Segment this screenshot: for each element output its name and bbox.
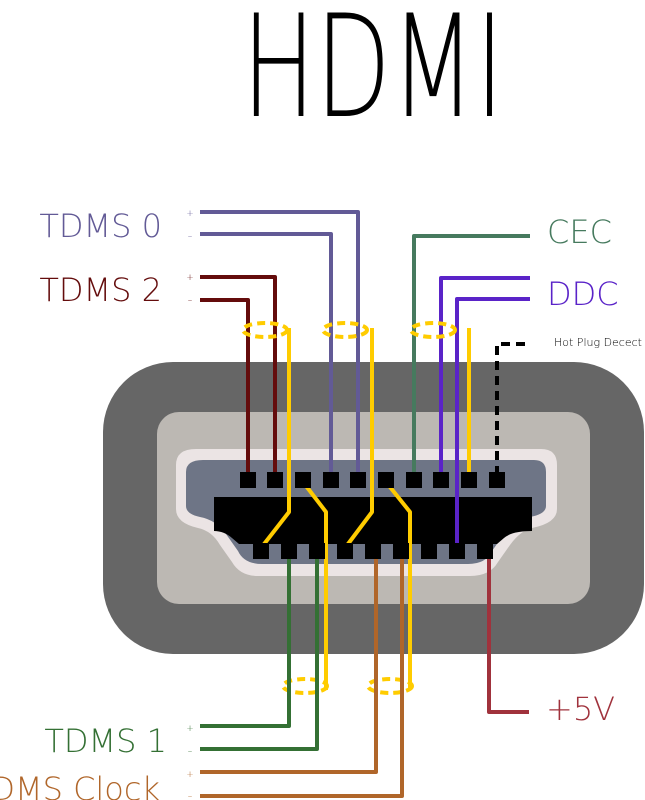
wire-tdms0-plus <box>200 210 360 480</box>
pin-4 <box>281 543 297 559</box>
wire-tdms0-minus <box>200 232 333 480</box>
pin-9 <box>350 472 366 488</box>
label-tdms-clock-plus: + <box>186 770 194 780</box>
label-tdms1-plus: + <box>186 724 194 734</box>
pin-3 <box>267 472 283 488</box>
label-tdms2: TDMS 2 <box>39 271 162 309</box>
pin-15 <box>433 472 449 488</box>
pins <box>240 472 505 559</box>
wire-ddc-sda <box>455 297 530 551</box>
label-hot-plug-detect: Hot Plug Decect <box>554 336 642 349</box>
shield-ring-clock <box>366 677 414 695</box>
label-tdms0: TDMS 0 <box>39 207 162 245</box>
pin-6 <box>309 543 325 559</box>
wire-5v <box>487 551 529 714</box>
labels: TDMS 0 + – TDMS 2 + – CEC DDC Hot Plug D… <box>0 207 642 800</box>
wire-shield-clock <box>384 480 412 690</box>
pin-1 <box>240 472 256 488</box>
shield-ring-tdms2 <box>241 321 289 339</box>
label-tdms0-minus: – <box>188 232 193 242</box>
pin-13 <box>406 472 422 488</box>
pin-10 <box>365 543 381 559</box>
label-tdms2-minus: – <box>188 296 193 306</box>
diagram-title: HDMI <box>242 0 504 150</box>
pin-5 <box>295 472 311 488</box>
pin-8 <box>337 543 353 559</box>
wire-tdms1-minus <box>200 551 319 751</box>
pin-19 <box>489 472 505 488</box>
shield-ring-tdms0 <box>321 321 369 339</box>
wire-shield-tdms1 <box>301 480 328 690</box>
wire-cec <box>412 234 530 480</box>
wires <box>200 210 530 798</box>
pin-7 <box>323 472 339 488</box>
wire-tdms2-minus <box>200 298 250 480</box>
pin-16 <box>449 543 465 559</box>
label-tdms-clock-minus: – <box>188 792 193 800</box>
pin-2 <box>253 543 269 559</box>
label-5v: +5V <box>546 690 615 728</box>
label-tdms2-plus: + <box>186 273 194 283</box>
wire-tdms1-plus <box>200 551 291 728</box>
label-tdms0-plus: + <box>186 209 194 219</box>
wire-shield-tdms2 <box>259 328 291 550</box>
pin-11 <box>378 472 394 488</box>
label-ddc: DDC <box>547 275 619 313</box>
wire-ddc-scl <box>439 276 530 480</box>
shield-ring-ddc <box>409 321 457 339</box>
wire-clock-plus <box>200 551 378 774</box>
label-tdms-clock: TDMS Clock <box>0 770 160 800</box>
shield-ring-tdms1 <box>281 677 329 695</box>
wire-shield-tdms0 <box>343 328 374 550</box>
pin-17 <box>461 472 477 488</box>
label-cec: CEC <box>547 213 612 251</box>
pin-12 <box>393 543 409 559</box>
wire-clock-minus <box>200 551 404 798</box>
wire-tdms2-plus <box>200 275 277 480</box>
label-tdms1-minus: – <box>188 747 193 757</box>
connector-tongue <box>214 497 532 544</box>
pin-14 <box>421 543 437 559</box>
label-tdms1: TDMS 1 <box>44 722 167 760</box>
pin-18 <box>477 543 493 559</box>
